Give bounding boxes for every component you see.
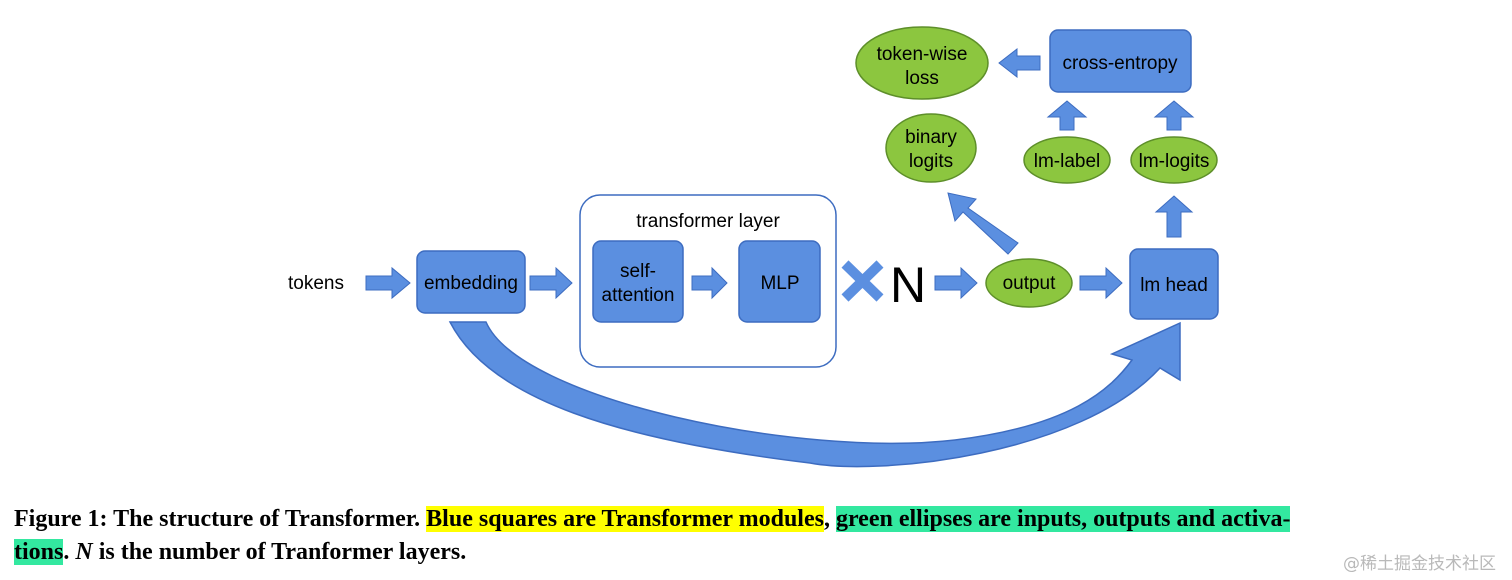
output-label: output (1003, 273, 1057, 294)
arrow-cross-entropy-to-loss (998, 47, 1041, 79)
caption-prefix: Figure 1: The structure of Transformer. (14, 506, 427, 532)
caption-highlight-blue: Blue squares are Transformer modules (426, 506, 824, 532)
output-ellipse: output (985, 258, 1073, 308)
binary-logits-label-line1: binary (905, 127, 957, 148)
self-attention-label-line2: attention (602, 285, 675, 306)
transformer-structure-diagram: tokens embedding transformer layer self-… (288, 26, 1219, 468)
watermark: @稀土掘金技术社区 (1343, 554, 1496, 574)
multiply-icon (841, 260, 884, 302)
skip-connection-arrow (448, 321, 1181, 468)
embedding-label: embedding (424, 273, 518, 294)
arrow-lm-head-to-lm-logits (1154, 195, 1194, 238)
arrow-lm-logits-to-cross-entropy (1153, 100, 1195, 131)
transformer-layer-label: transformer layer (636, 211, 780, 232)
arrow-output-to-binary-logits (947, 192, 1019, 255)
token-wise-loss-label-line1: token-wise (877, 44, 968, 65)
caption-highlight-green-1: green ellipses are inputs, outputs and a… (835, 506, 1291, 532)
caption-highlight-green-2: tions (14, 539, 64, 565)
caption-after-highlight: . (63, 539, 76, 565)
figure-caption: Figure 1: The structure of Transformer. … (14, 503, 1506, 569)
arrow-lm-label-to-cross-entropy (1046, 100, 1088, 131)
tokens-label: tokens (288, 273, 344, 294)
mlp-module: MLP (738, 240, 821, 323)
mlp-label: MLP (760, 273, 799, 294)
binary-logits-label-line2: logits (909, 151, 953, 172)
lm-label-label: lm-label (1034, 151, 1101, 172)
embedding-module: embedding (416, 250, 526, 314)
lm-logits-ellipse: lm-logits (1130, 136, 1218, 184)
lm-logits-label: lm-logits (1139, 151, 1210, 172)
self-attention-module: self- attention (592, 240, 684, 323)
arrow-tokens-to-embedding (365, 266, 411, 300)
caption-separator: , (823, 506, 836, 532)
token-wise-loss-ellipse: token-wise loss (855, 26, 989, 100)
cross-entropy-label: cross-entropy (1062, 53, 1178, 74)
lm-head-label: lm head (1140, 275, 1208, 296)
token-wise-loss-label-line2: loss (905, 68, 939, 89)
self-attention-label-line1: self- (620, 261, 656, 282)
lm-label-ellipse: lm-label (1023, 136, 1111, 184)
repeat-count-n: N (890, 257, 926, 313)
arrow-attention-to-mlp (691, 266, 728, 300)
caption-suffix: is the number of Tranformer layers. (92, 539, 467, 565)
arrow-output-to-lm-head (1079, 266, 1123, 300)
binary-logits-ellipse: binary logits (885, 113, 977, 183)
caption-n-symbol: N (75, 539, 93, 565)
lm-head-module: lm head (1129, 248, 1219, 320)
cross-entropy-module: cross-entropy (1049, 29, 1192, 93)
arrow-embedding-to-layer (529, 266, 573, 300)
arrow-n-to-output (934, 266, 978, 300)
